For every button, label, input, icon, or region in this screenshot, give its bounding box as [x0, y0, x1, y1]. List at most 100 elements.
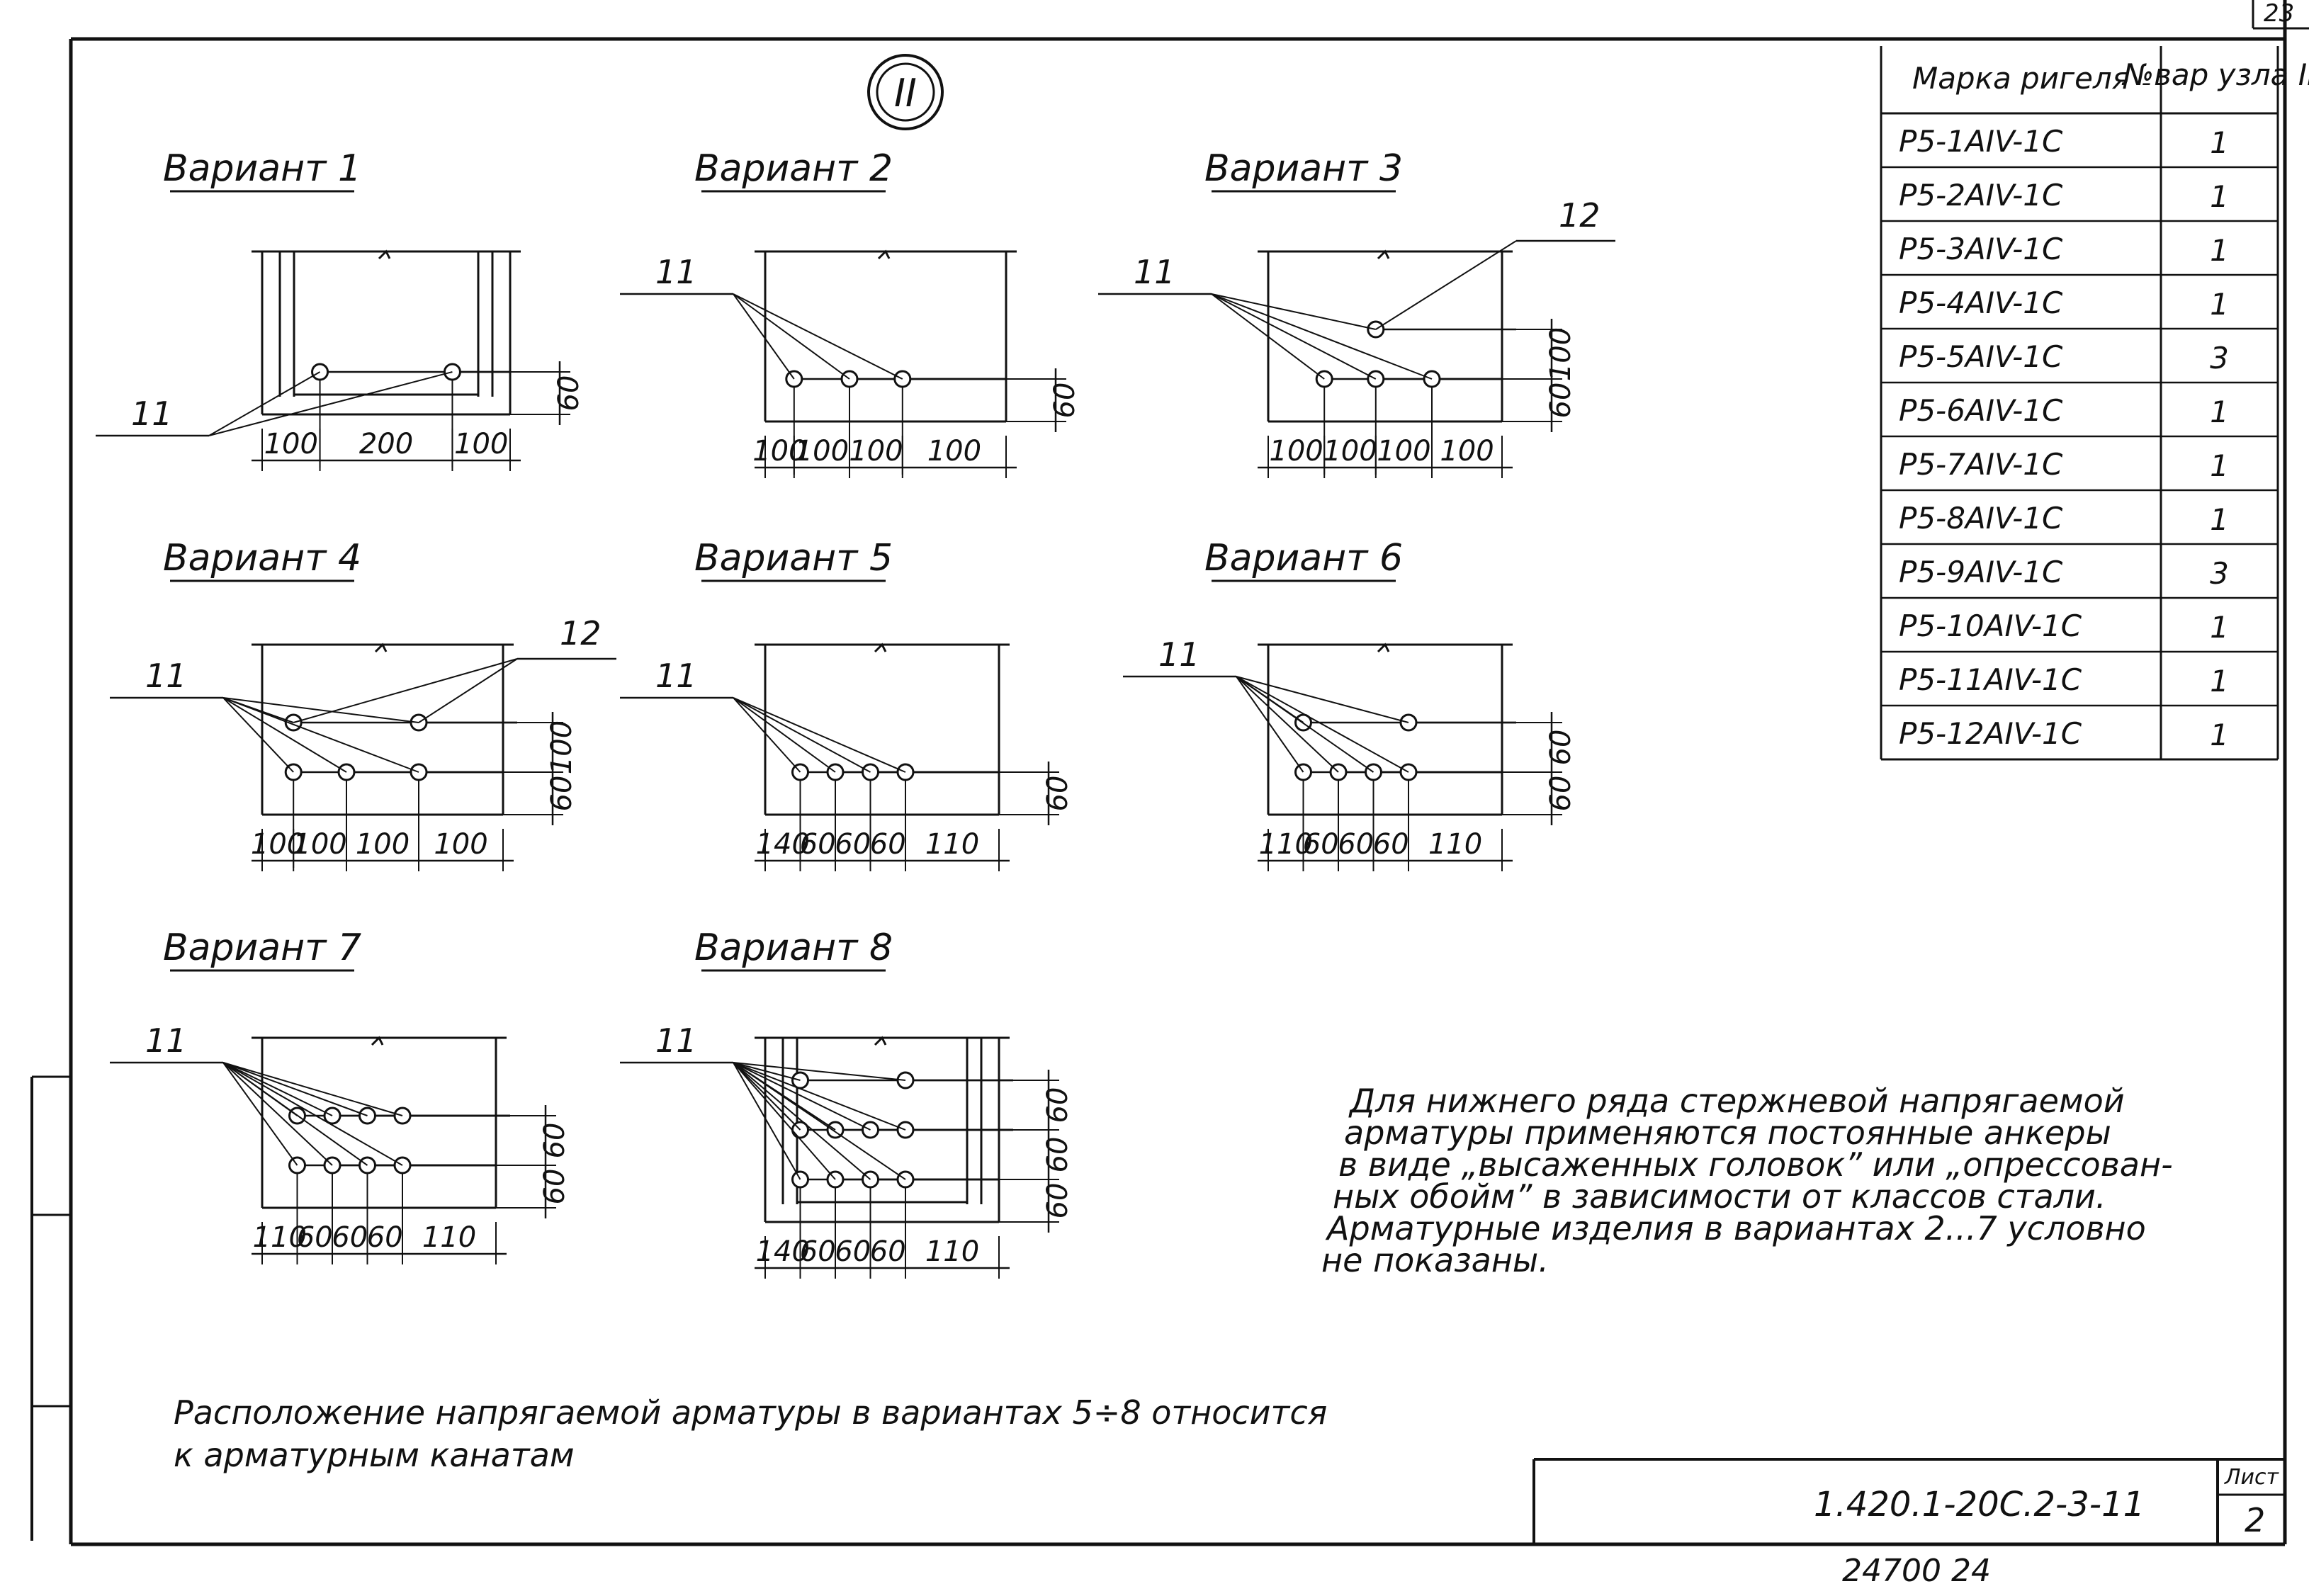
break-mark: [371, 1036, 384, 1046]
mark-11-label: 11: [145, 657, 187, 695]
table-cell-mark: Р5-9АIV-1С: [1899, 555, 2063, 589]
dimension-label: 60: [800, 1235, 836, 1268]
drawing-code: 1.420.1-20С.2-3-11: [1814, 1485, 2145, 1524]
vertical-dimension-label: 60: [553, 375, 585, 412]
leader-line: [733, 1062, 801, 1131]
dimension-label: 140: [756, 1235, 810, 1268]
note-line-6: не показаны.: [1321, 1241, 1549, 1279]
table-cell-mark: Р5-6АIV-1С: [1899, 393, 2063, 428]
mark-11-label: 11: [131, 395, 173, 433]
table-cell-variant: 1: [2210, 179, 2229, 214]
mark-12-label: 12: [1559, 196, 1601, 234]
table-cell-mark: Р5-10АIV-1С: [1899, 609, 2082, 643]
sheet-label: Лист: [2224, 1465, 2280, 1490]
variant-title: Вариант 7: [163, 927, 361, 969]
note-line-5: Арматурные изделия в вариантах 2...7 усл…: [1325, 1209, 2146, 1247]
break-mark: [877, 249, 891, 260]
dimension-label: 200: [359, 428, 413, 460]
leader-line: [733, 1062, 871, 1131]
leader-line: [222, 697, 347, 773]
mark-11-label: 11: [655, 1021, 697, 1060]
leader-line: [222, 1062, 333, 1116]
title-stamp: [1532, 1458, 2285, 1544]
leader-line: [1236, 676, 1304, 723]
leader-line: [1211, 293, 1433, 380]
leader-line: [1236, 676, 1339, 773]
vertical-dimension-label: 100: [546, 720, 578, 774]
leader-line: [733, 293, 903, 380]
leader-line: [222, 1062, 298, 1166]
table-cell-mark: Р5-4АIV-1С: [1899, 285, 2063, 320]
note-line-2: арматуры применяются постоянные анкеры: [1344, 1114, 2111, 1152]
note-line-3: в виде „высаженных головок” или „опрессо…: [1338, 1145, 2173, 1184]
mark-11-label: 11: [655, 657, 697, 695]
dimension-label: 100: [251, 828, 305, 861]
leader-line: [222, 697, 294, 773]
table-cell-variant: 1: [2210, 718, 2229, 752]
table-cell-mark: Р5-11АIV-1С: [1899, 662, 2082, 697]
table-cell-variant: 1: [2210, 395, 2229, 429]
vertical-dimension-label: 60: [1041, 1183, 1074, 1219]
table-cell-variant: 1: [2210, 125, 2229, 160]
variant-title: Вариант 8: [694, 927, 893, 969]
variant-title: Вариант 3: [1204, 147, 1403, 190]
leader-line: [222, 1062, 368, 1116]
table-cell-variant: 1: [2210, 502, 2229, 537]
leader-line: [293, 658, 518, 723]
dimension-label: 110: [1259, 828, 1313, 861]
dimension-label: 100: [1377, 435, 1430, 468]
leader-line: [1211, 293, 1377, 380]
leader-line: [733, 293, 795, 380]
vertical-dimension-label: 60: [538, 1169, 571, 1205]
vertical-dimension-label: 60: [1041, 1087, 1074, 1124]
table-cell-variant: 1: [2210, 448, 2229, 483]
mark-11-label: 11: [1134, 253, 1175, 291]
leader-line: [733, 1062, 906, 1081]
dimension-label: 60: [1303, 828, 1339, 861]
note-line-1: Для нижнего ряда стержневой напрягаемой: [1348, 1082, 2125, 1120]
dimension-label: 60: [332, 1221, 368, 1254]
break-mark: [374, 643, 388, 653]
vertical-dimension-label: 60: [1041, 776, 1074, 812]
leader-line: [418, 658, 518, 723]
leader-line: [222, 1062, 333, 1166]
leader-line: [222, 697, 294, 723]
dimension-label: 140: [756, 828, 810, 861]
vertical-dimension-label: 60: [1545, 776, 1577, 812]
leader-line: [1236, 676, 1409, 723]
vertical-dimension-label: 60: [538, 1123, 571, 1159]
dimension-label: 100: [1269, 435, 1323, 468]
leader-line: [733, 1062, 906, 1131]
general-note: Для нижнего ряда стержневой напрягаемойа…: [1321, 1082, 2173, 1279]
vertical-dimension-label: 100: [1545, 327, 1577, 381]
table-cell-mark: Р5-1АIV-1С: [1899, 124, 2063, 159]
leader-line: [1211, 293, 1377, 330]
leader-line: [222, 1062, 403, 1166]
note-line-4: ных обойм” в зависимости от классов стал…: [1333, 1177, 2106, 1216]
dimension-label: 100: [434, 828, 487, 861]
dimension-label: 100: [264, 428, 318, 460]
table-cell-mark: Р5-5АIV-1С: [1899, 339, 2063, 374]
dimension-label: 110: [925, 828, 979, 861]
dimension-label: 100: [752, 435, 806, 468]
break-mark: [1377, 249, 1390, 260]
variant-title: Вариант 1: [163, 147, 361, 190]
break-mark: [874, 1036, 887, 1046]
break-mark: [874, 643, 887, 653]
dimension-label: 100: [1323, 435, 1377, 468]
vertical-dimension-label: 60: [1545, 383, 1577, 419]
mark-11-label: 11: [145, 1021, 187, 1060]
bottom-note-line-1: Расположение напрягаемой арматуры в вари…: [174, 1393, 1327, 1432]
dimension-label: 60: [1338, 828, 1374, 861]
leader-line: [733, 1062, 871, 1180]
leader-line: [733, 293, 850, 380]
table-cell-variant: 1: [2210, 610, 2229, 645]
leader-line: [733, 697, 836, 773]
